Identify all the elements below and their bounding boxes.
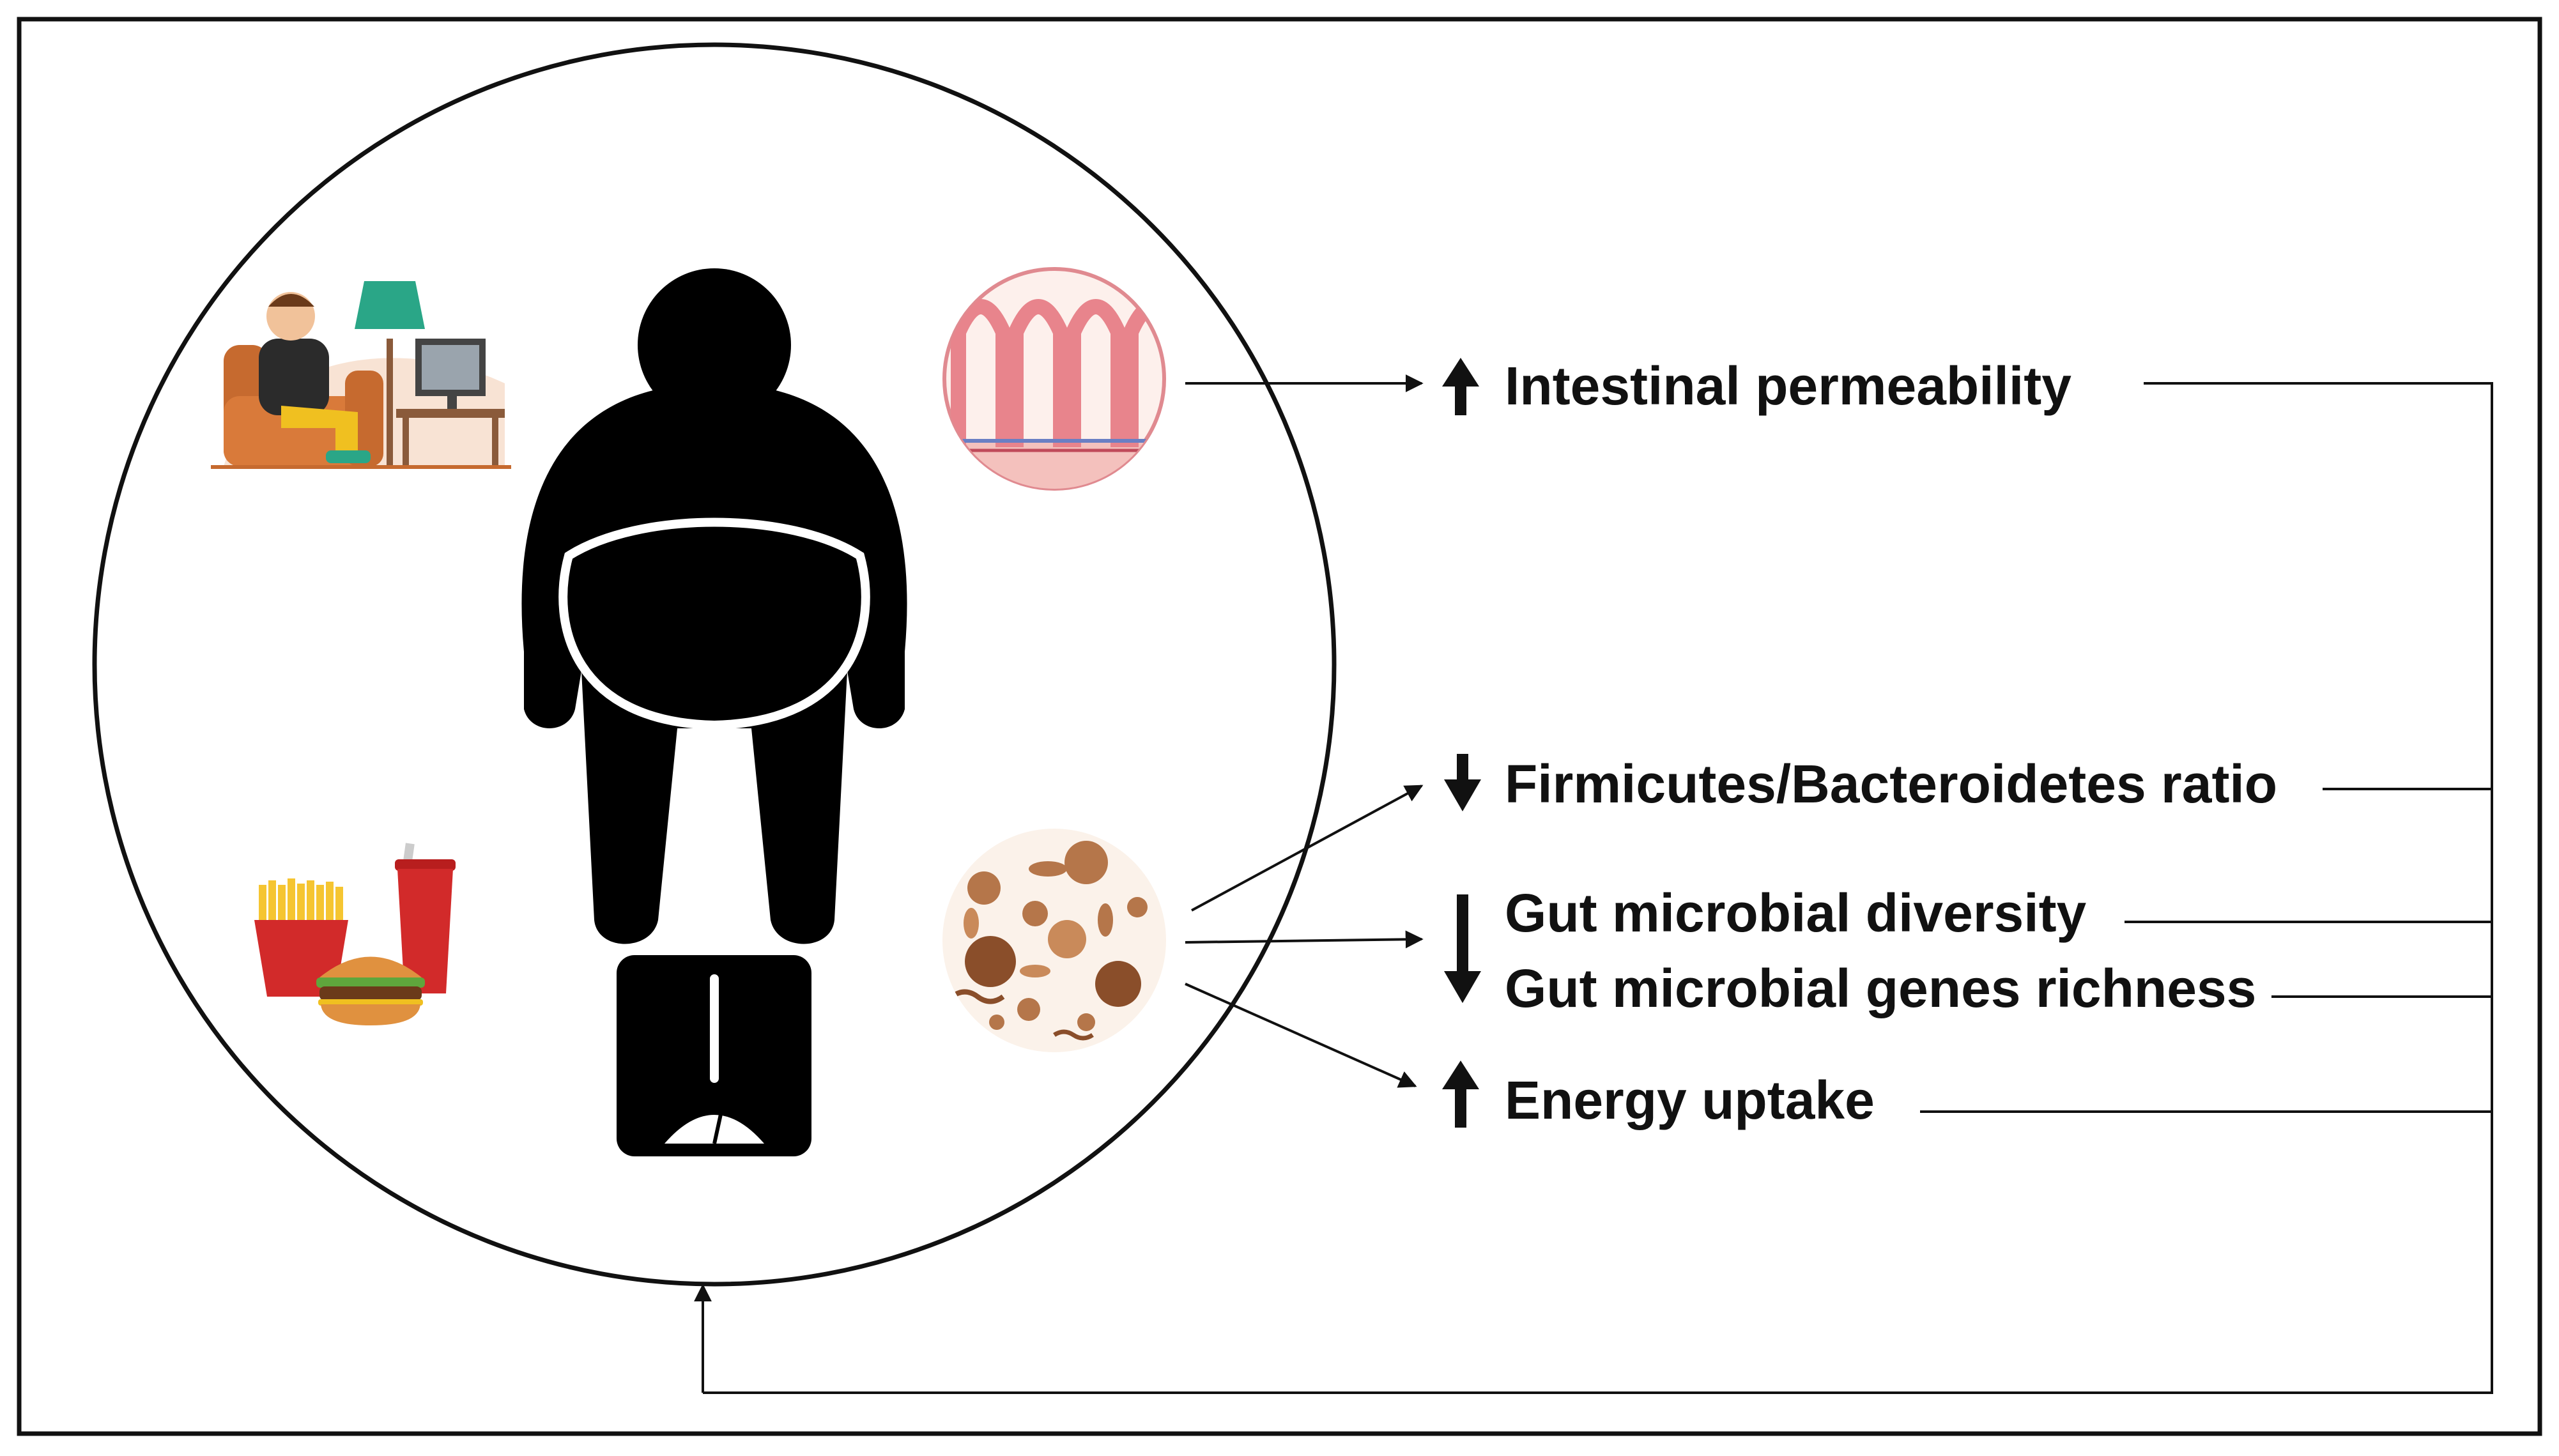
arrow-microbes-to-firmicutes bbox=[1191, 785, 1424, 912]
arrow-microbes-to-diversity bbox=[1185, 930, 1424, 949]
label-microbial-diversity: Gut microbial diversity bbox=[1505, 883, 2087, 943]
arrow-microbes-to-energy bbox=[1185, 983, 1417, 1088]
outer-frame bbox=[17, 17, 2542, 1436]
gut-microbes-icon bbox=[942, 829, 1166, 1052]
arrow-up-intestinal-permeability-icon bbox=[1442, 358, 1479, 415]
arrow-down-microbial-diversity-icon bbox=[1444, 894, 1481, 1003]
arrow-up-energy-uptake-icon bbox=[1442, 1061, 1479, 1128]
label-genes-richness: Gut microbial genes richness bbox=[1505, 958, 2257, 1018]
label-energy-uptake: Energy uptake bbox=[1505, 1070, 1875, 1130]
sedentary-person-icon bbox=[211, 281, 511, 469]
intestinal-villi-icon bbox=[942, 267, 1166, 491]
weighing-scale-icon bbox=[617, 955, 811, 1156]
label-firmicutes-ratio: Firmicutes/Bacteroidetes ratio bbox=[1505, 754, 2278, 814]
fast-food-icon bbox=[254, 843, 456, 1025]
label-intestinal-permeability: Intestinal permeability bbox=[1505, 356, 2071, 416]
obese-person-icon bbox=[521, 268, 907, 944]
arrow-down-firmicutes-ratio-icon bbox=[1444, 754, 1481, 811]
